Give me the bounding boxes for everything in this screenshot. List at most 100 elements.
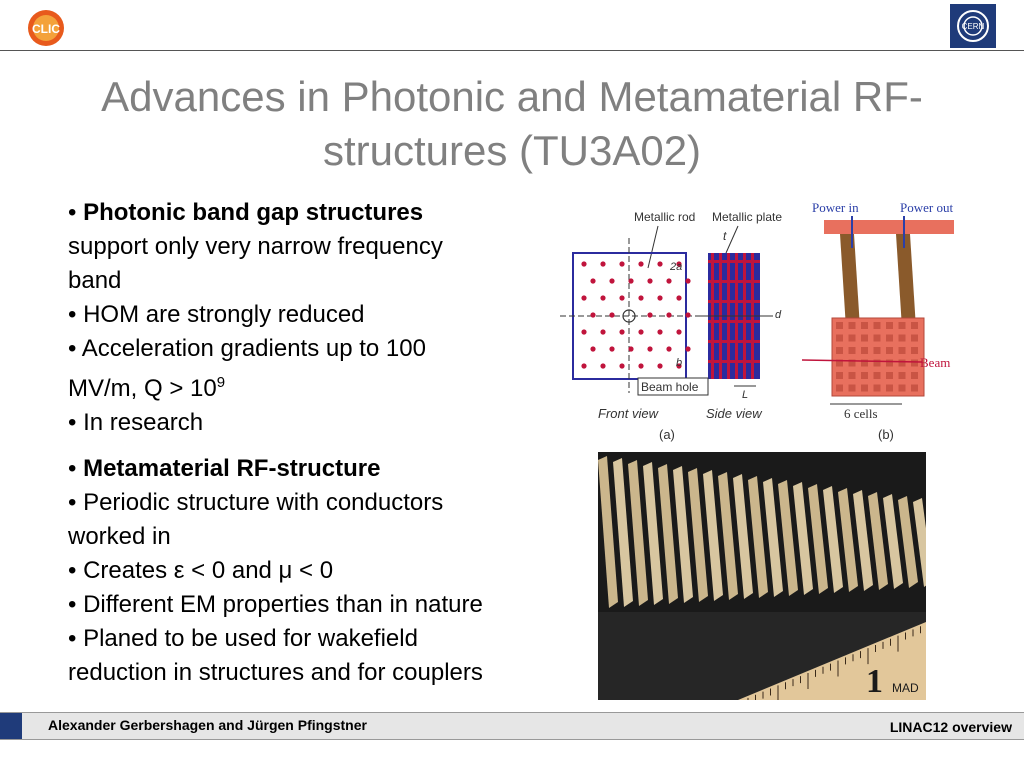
metamaterial-fin [913, 498, 926, 587]
metamaterial-fin [868, 492, 888, 590]
waveguide-top [824, 220, 954, 234]
ruler-number: 1 [866, 663, 883, 700]
metamaterial-fin [808, 484, 828, 594]
label-metallic-plate: Metallic plate [712, 210, 782, 224]
metamaterial-fin [883, 494, 903, 589]
metallic-rod [666, 312, 672, 318]
metallic-rod [628, 346, 634, 352]
cell-hole [848, 372, 856, 379]
metamaterial-fin [898, 496, 918, 588]
metallic-rod [581, 329, 587, 335]
cell-hole [861, 322, 868, 329]
cell-hole [873, 372, 881, 379]
metallic-rod [647, 312, 653, 318]
metallic-rod [600, 363, 606, 369]
metallic-rod-side [708, 320, 760, 323]
ruler-text: MAD [892, 681, 919, 695]
metallic-rod [647, 278, 653, 284]
metallic-rod [657, 261, 663, 267]
photonic-line-2: band [68, 267, 122, 294]
cell-hole [861, 347, 868, 354]
cell-hole [886, 347, 893, 354]
cell-hole [848, 334, 856, 342]
cell-hole [848, 347, 856, 354]
metallic-rod [638, 295, 644, 301]
cell-hole [873, 347, 881, 354]
cell-hole [898, 359, 906, 367]
metallic-rod [666, 346, 672, 352]
cell-hole [911, 347, 918, 354]
cell-hole [861, 359, 868, 367]
cell-hole [886, 384, 893, 392]
metallic-rod [685, 312, 691, 318]
caption-b: (b) [878, 427, 894, 442]
metamaterial-line-5: • Planed to be used for wakefield [68, 625, 418, 652]
metallic-rod-side [708, 260, 760, 263]
metallic-rod [657, 295, 663, 301]
metamaterial-fin [673, 466, 693, 603]
metallic-rod [676, 363, 682, 369]
cell-hole [836, 372, 843, 379]
label-beam-hole: Beam hole [641, 380, 699, 394]
metallic-rod [581, 261, 587, 267]
footer-accent [0, 713, 22, 739]
cern-logo-text: CERN [962, 22, 985, 31]
cell-hole [898, 384, 906, 392]
cell-hole [911, 384, 918, 392]
cell-hole [836, 384, 843, 392]
title-line-2: structures (TU3A02) [322, 127, 702, 174]
metamaterial-fin [628, 460, 648, 606]
label-t: t [723, 229, 727, 243]
metamaterial-fin [613, 458, 633, 607]
label-beam: Beam [920, 355, 950, 370]
label-6-cells: 6 cells [844, 406, 878, 421]
photonic-exponent: 9 [216, 374, 226, 391]
metamaterial-fin [718, 472, 738, 600]
metallic-rod [590, 346, 596, 352]
cell-grid [831, 317, 925, 397]
metallic-rod [590, 278, 596, 284]
label-front-view: Front view [598, 406, 660, 421]
figure-a-pbg-schematic: Metallic rod Metallic plate t 2a b d L B… [558, 198, 798, 448]
header-divider [0, 50, 1024, 51]
metallic-rod-side [708, 360, 760, 363]
metallic-rod [609, 278, 615, 284]
cell-hole [911, 372, 918, 379]
metallic-rod [600, 261, 606, 267]
label-metallic-rod: Metallic rod [634, 210, 695, 224]
cell-hole [836, 359, 843, 367]
metallic-rod [676, 261, 682, 267]
cell-hole [836, 322, 843, 329]
photonic-heading: Photonic band gap structures [83, 199, 424, 226]
cell-hole [861, 334, 868, 342]
metallic-rod [619, 363, 625, 369]
photonic-line-4: • Acceleration gradients up to 100 [68, 335, 426, 362]
metallic-rod [647, 346, 653, 352]
cell-hole [873, 334, 881, 342]
waveguide-in [840, 234, 860, 328]
cell-hole [911, 334, 918, 342]
cern-logo: CERN [950, 4, 996, 48]
metallic-rod [609, 346, 615, 352]
cell-hole [911, 359, 918, 367]
photonic-line-5: MV/m, Q > 10 [68, 375, 217, 402]
metamaterial-fin [643, 462, 663, 605]
caption-a: (a) [659, 427, 675, 442]
cell-hole [873, 384, 881, 392]
clic-logo: CLIC [27, 9, 65, 47]
cell-hole [848, 384, 856, 392]
metamaterial-fin [748, 476, 768, 598]
metamaterial-heading: Metamaterial RF-structure [83, 455, 381, 482]
cell-hole [898, 334, 906, 342]
ruler [738, 622, 926, 700]
metamaterial-fin [658, 464, 678, 604]
metallic-rod [619, 261, 625, 267]
cell-hole [886, 322, 893, 329]
cell-hole [861, 372, 868, 379]
metamaterial-fin [688, 468, 708, 602]
metamaterial-fin [778, 480, 798, 596]
label-power-out: Power out [900, 200, 953, 215]
label-b: b [676, 357, 682, 369]
cell-hole [886, 359, 893, 367]
metallic-rod [676, 295, 682, 301]
